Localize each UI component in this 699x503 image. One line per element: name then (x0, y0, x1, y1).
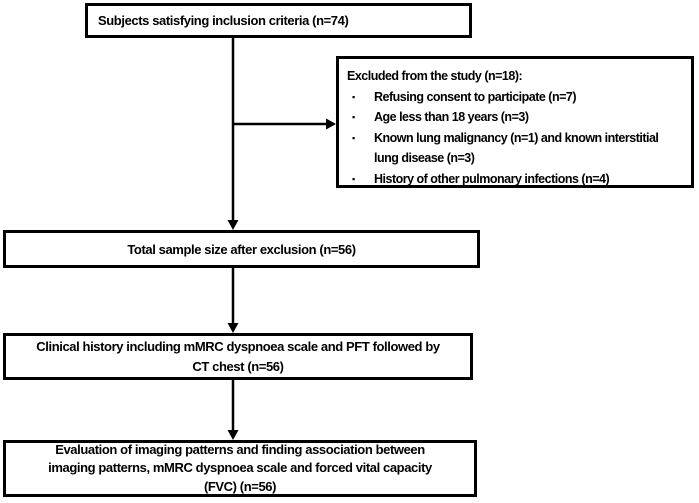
excluded-box: Excluded from the study (n=18): ▪ Refusi… (336, 56, 694, 188)
excluded-title: Excluded from the study (n=18): (347, 69, 523, 83)
excluded-item: ▪ Known lung malignancy (n=1) and known … (347, 128, 689, 169)
inclusion-criteria-box: Subjects satisfying inclusion criteria (… (85, 3, 472, 38)
total-sample-text: Total sample size after exclusion (n=56) (127, 241, 356, 257)
arrowhead-down-1 (227, 220, 239, 230)
bullet-icon: ▪ (352, 91, 355, 102)
clinical-history-line: CT chest (n=56) (192, 358, 284, 374)
excluded-item-text: lung disease (n=3) (374, 151, 475, 165)
clinical-history-box: Clinical history including mMRC dyspnoea… (3, 333, 473, 380)
arrowhead-down-3 (227, 430, 239, 440)
clinical-history-line: Clinical history including mMRC dyspnoea… (36, 339, 440, 354)
evaluation-line: Evaluation of imaging patterns and findi… (55, 441, 425, 457)
arrowhead-right (326, 118, 336, 130)
excluded-item-text: Age less than 18 years (n=3) (374, 110, 529, 124)
evaluation-line: (FVC) (n=56) (203, 478, 277, 494)
arrowhead-down-2 (227, 323, 239, 333)
total-sample-box: Total sample size after exclusion (n=56) (3, 230, 480, 268)
excluded-item-text: Refusing consent to participate (n=7) (374, 89, 577, 104)
excluded-item: ▪ Refusing consent to participate (n=7) (347, 87, 689, 108)
excluded-item-text: Known lung malignancy (n=1) and known in… (374, 130, 659, 145)
bullet-icon: ▪ (352, 112, 355, 122)
evaluation-box: Evaluation of imaging patterns and findi… (3, 440, 477, 497)
evaluation-line: imaging patterns, mMRC dyspnoea scale an… (48, 460, 432, 476)
bullet-icon: ▪ (352, 173, 355, 184)
excluded-item: ▪ Age less than 18 years (n=3) (347, 107, 689, 128)
bullet-icon: ▪ (352, 132, 355, 143)
excluded-item: ▪ History of other pulmonary infections … (347, 169, 689, 190)
inclusion-criteria-text: Subjects satisfying inclusion criteria (… (98, 13, 349, 28)
excluded-item-text: History of other pulmonary infections (n… (374, 171, 610, 186)
